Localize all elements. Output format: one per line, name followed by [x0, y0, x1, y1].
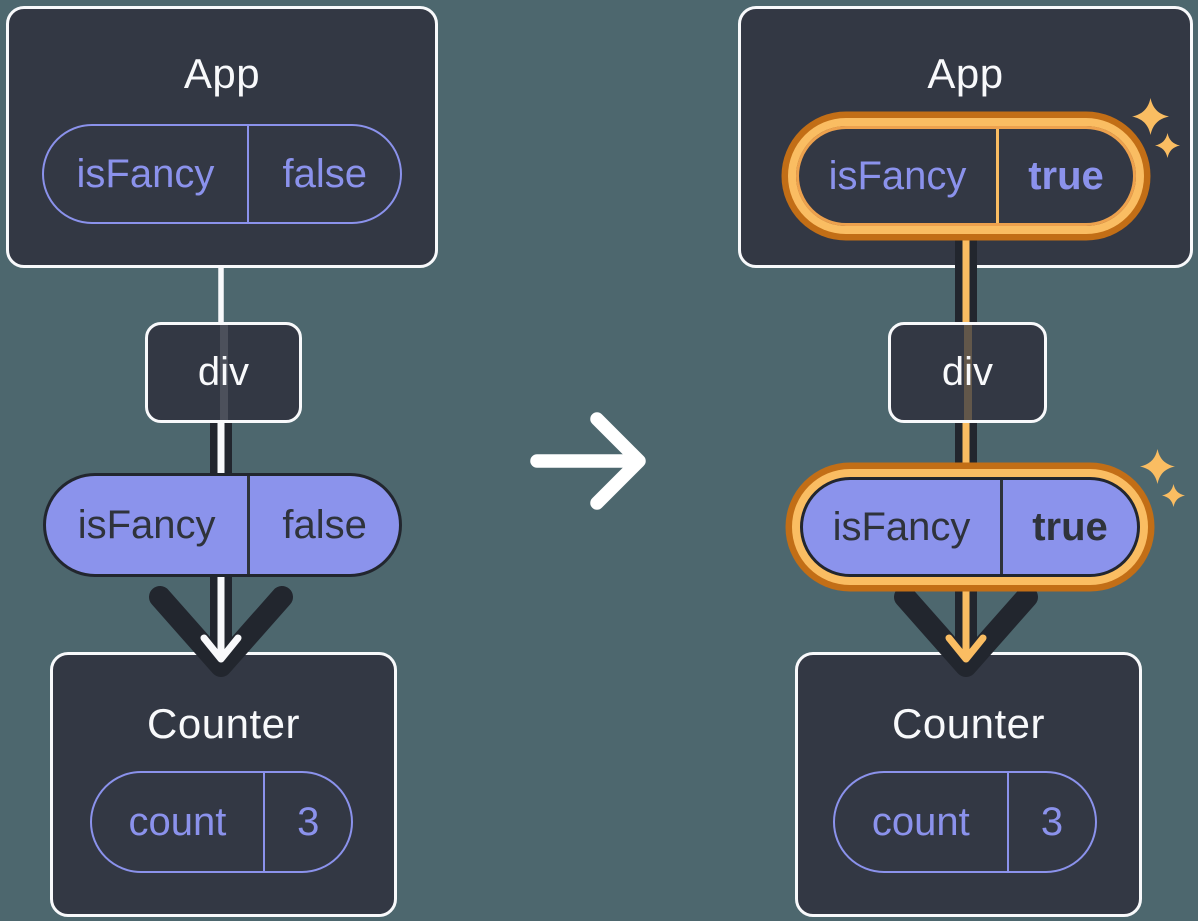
div-label: div: [197, 350, 250, 394]
state-value: 3: [297, 799, 320, 844]
prop-pill-before: isFancy false: [43, 473, 402, 577]
pill-divider: [1000, 480, 1004, 574]
counter-title-after: Counter: [892, 700, 1045, 747]
prop-value: true: [1032, 504, 1108, 549]
app-title-after: App: [927, 50, 1004, 97]
pill-divider: [262, 773, 266, 871]
state-pill-counter-before: count 3: [90, 771, 353, 873]
pill-divider: [1006, 773, 1010, 871]
app-title-before: App: [183, 50, 261, 97]
sparkle-icon: [1132, 98, 1169, 135]
state-value: 3: [1040, 799, 1064, 844]
pill-divider: [246, 126, 250, 222]
prop-key: isFancy: [77, 502, 216, 547]
state-key: count: [128, 799, 227, 844]
state-value: false: [282, 151, 367, 196]
div-node-after: div: [888, 322, 1047, 423]
state-pill-counter-after: count 3: [833, 771, 1097, 873]
transition-arrow: [530, 412, 646, 510]
pill-divider: [247, 476, 251, 574]
prop-key: isFancy: [832, 504, 971, 549]
counter-title-before: Counter: [147, 700, 300, 747]
state-pill-app-before: isFancy false: [42, 124, 402, 224]
state-value: true: [1028, 153, 1104, 198]
pill-divider: [996, 129, 1000, 223]
div-node-before: div: [145, 322, 302, 423]
div-label: div: [941, 350, 994, 394]
sparkle-icon: [1162, 484, 1185, 507]
prop-value: false: [282, 502, 367, 547]
state-key: isFancy: [828, 153, 967, 198]
sparkle-icon: [1140, 449, 1175, 484]
sparkle-icon: [1155, 133, 1180, 158]
state-key: count: [871, 799, 970, 844]
state-pill-app-after: isFancy true: [796, 126, 1136, 226]
state-key: isFancy: [76, 151, 215, 196]
prop-pill-after: isFancy true: [800, 477, 1140, 577]
